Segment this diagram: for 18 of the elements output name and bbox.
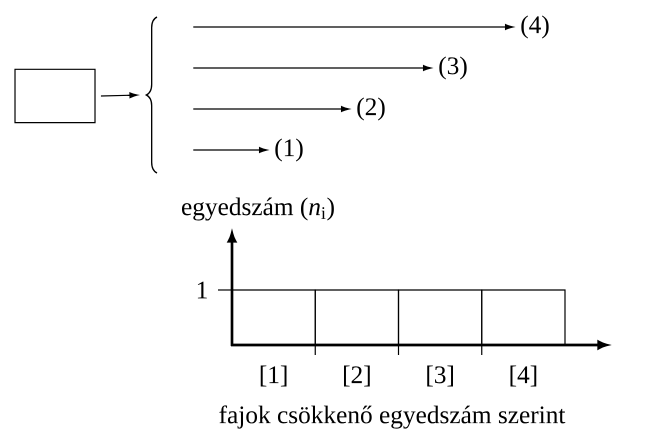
- curly-brace: [146, 16, 158, 174]
- tick-label: 1: [198, 282, 207, 298]
- arrow: [193, 24, 514, 30]
- number-label: (4): [521, 16, 549, 38]
- category-label: [2]: [344, 366, 370, 386]
- axis-label: egyedszám (n$_{i}$): [182, 197, 334, 221]
- axis-label: fajok csökkenő egyedszám szerint: [219, 405, 566, 429]
- arrow: [193, 65, 432, 71]
- category-label: [4]: [510, 366, 536, 386]
- number-label: (1): [275, 138, 303, 162]
- number-label: (3): [439, 56, 467, 80]
- arrow: [193, 147, 268, 153]
- arrow: [193, 106, 350, 112]
- arrow: [100, 92, 138, 98]
- category-label: [1]: [260, 366, 286, 386]
- empty-box: [14, 68, 96, 124]
- category-label: [3]: [427, 366, 453, 386]
- number-label: (2): [357, 98, 385, 120]
